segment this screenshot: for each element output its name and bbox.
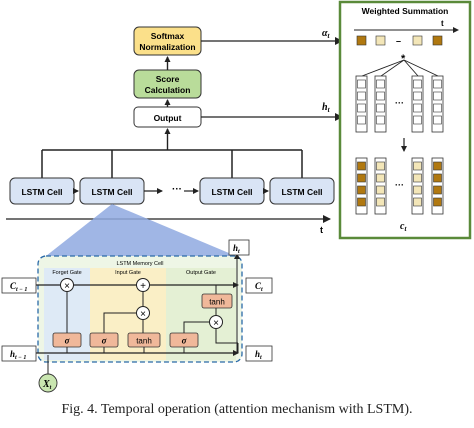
weight-square-4 — [432, 35, 443, 46]
h-out-label: ht — [255, 349, 262, 361]
hidden-vectors: ··· — [355, 75, 444, 133]
svg-text:×: × — [213, 318, 219, 329]
output-gate-label: Output Gate — [186, 270, 216, 276]
x-input-label: Xt — [42, 379, 52, 391]
zoom-triangle — [46, 204, 236, 256]
h-top-box — [228, 239, 250, 256]
lstm-chain: LSTM Cell LSTM Cell LSTM Cell LSTM Cell … — [6, 149, 335, 235]
lstm-cell-2-label: LSTM Cell — [91, 187, 132, 197]
input-sigma-label: σ — [102, 336, 108, 346]
output-sigma-label: σ — [182, 336, 188, 346]
weighted-time-label: t — [441, 19, 444, 28]
weighted-summation-panel: Weighted Summation t – * ··· — [338, 0, 472, 240]
input-gate-label: Input Gate — [115, 270, 141, 276]
score-label-line2: Calculation — [145, 85, 191, 95]
x-input-node — [38, 373, 58, 393]
input-tanh-label: tanh — [136, 337, 152, 346]
alpha-t-label: αt — [322, 28, 331, 40]
output-multiply-node — [209, 315, 223, 329]
lstm-memory-cell-detail: LSTM Memory Cell Forget Gate Input Gate … — [1, 239, 273, 393]
weighted-star: * — [401, 53, 406, 65]
h-prev-label: ht − 1 — [10, 349, 26, 361]
figure-caption: Fig. 4. Temporal operation (attention me… — [61, 402, 413, 417]
softmax-label-line2: Normalization — [139, 42, 195, 52]
c-t-label: ct — [400, 221, 407, 233]
add-node — [136, 278, 150, 292]
output-label: Output — [154, 113, 182, 123]
h-t-label-attention: ht — [322, 102, 331, 114]
weight-square-2 — [375, 35, 386, 46]
h-prev-box — [1, 345, 37, 362]
c-out-label: Ct — [255, 281, 263, 293]
svg-text:+: + — [140, 281, 146, 292]
softmax-label-line1: Softmax — [151, 31, 185, 41]
input-multiply-node — [136, 306, 150, 320]
c-prev-box — [1, 277, 37, 294]
c-out-box — [245, 277, 273, 294]
weight-square-1 — [356, 35, 367, 46]
lstm-ellipsis: ··· — [172, 184, 182, 195]
weighted-summation-title: Weighted Summation — [362, 6, 449, 16]
attention-stack: Softmax Normalization Score Calculation … — [133, 26, 343, 150]
hidden-vectors-ellipsis: ··· — [395, 98, 404, 108]
h-out-box — [245, 345, 273, 362]
c-prev-label: Ct − 1 — [10, 281, 27, 293]
svg-text:×: × — [64, 281, 70, 292]
weighted-vectors: ··· — [355, 157, 444, 215]
h-top-label: ht — [233, 243, 240, 255]
output-tanh-box — [201, 293, 233, 309]
forget-multiply-node — [60, 278, 74, 292]
lstm-cell-3-label: LSTM Cell — [211, 187, 252, 197]
lstm-cell-4-label: LSTM Cell — [281, 187, 322, 197]
score-label-line1: Score — [156, 74, 180, 84]
output-tanh-label: tanh — [209, 298, 225, 307]
forget-sigma-label: σ — [65, 336, 71, 346]
svg-text:×: × — [140, 309, 146, 320]
weight-square-3 — [412, 35, 423, 46]
lstm-time-label: t — [320, 225, 323, 235]
weighted-vectors-ellipsis: ··· — [395, 180, 404, 190]
forget-gate-label: Forget Gate — [52, 270, 81, 276]
lstm-cell-1-label: LSTM Cell — [21, 187, 62, 197]
weight-minus: – — [396, 36, 401, 46]
lstm-cell-4 — [269, 177, 335, 205]
memory-cell-title: LSTM Memory Cell — [116, 261, 163, 267]
